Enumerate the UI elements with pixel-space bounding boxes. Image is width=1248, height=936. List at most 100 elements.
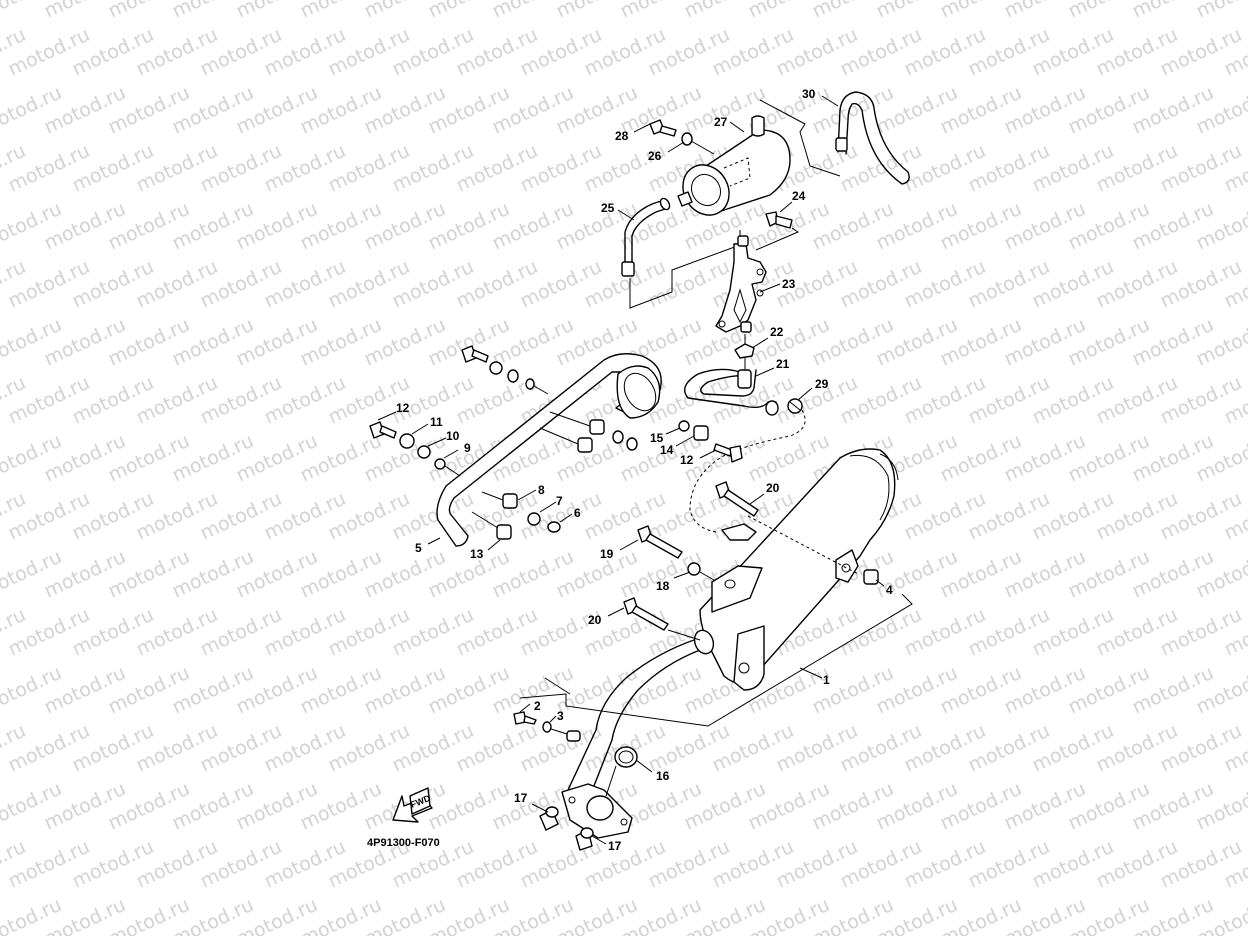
part-2-bolt[interactable]	[513, 711, 537, 725]
collar[interactable]	[612, 430, 624, 444]
part-17-nut-right[interactable]	[575, 827, 594, 851]
callout-22[interactable]: 22	[770, 325, 784, 339]
callout-13[interactable]: 13	[470, 547, 484, 561]
damper[interactable]	[577, 437, 593, 453]
leader-line	[549, 715, 557, 723]
part-14-collar[interactable]	[693, 425, 709, 441]
part-24-bolt[interactable]	[765, 211, 793, 229]
callout-18[interactable]: 18	[656, 579, 670, 593]
callout-9[interactable]: 9	[464, 441, 471, 455]
washer[interactable]	[489, 361, 503, 375]
leader-line	[619, 539, 639, 551]
part-22-clip[interactable]	[734, 343, 755, 359]
callout-25[interactable]: 25	[601, 201, 615, 215]
callout-12[interactable]: 12	[680, 453, 694, 467]
assembly-line	[444, 465, 461, 477]
leader-line	[427, 537, 441, 545]
part-28-bolt[interactable]	[649, 119, 677, 137]
grommet[interactable]	[626, 437, 638, 451]
assembly-line	[539, 411, 591, 445]
callout-29[interactable]: 29	[815, 377, 829, 391]
callout-11[interactable]: 11	[430, 415, 443, 429]
assembly-line	[759, 99, 841, 177]
leader-line	[377, 411, 397, 421]
leader-line	[675, 435, 695, 447]
part-11-washer[interactable]	[399, 433, 415, 449]
grommet[interactable]	[525, 378, 535, 390]
part-20-bolt-upper[interactable]	[715, 481, 759, 517]
part-30-hose[interactable]	[835, 91, 910, 185]
callout-24[interactable]: 24	[792, 189, 806, 203]
part-9-grommet[interactable]	[434, 458, 446, 470]
assembly-line	[755, 227, 800, 251]
callout-30[interactable]: 30	[802, 87, 816, 101]
callout-1[interactable]: 1	[823, 673, 830, 687]
part-25-hose[interactable]	[621, 197, 671, 277]
part-19-bolt[interactable]	[637, 525, 683, 559]
leader-line	[665, 427, 681, 435]
leader-line	[539, 501, 557, 513]
damper[interactable]	[589, 419, 605, 435]
leader-line	[699, 449, 717, 459]
callout-20[interactable]: 20	[588, 613, 602, 627]
callout-17[interactable]: 17	[608, 839, 622, 853]
part-15-washer[interactable]	[678, 420, 690, 432]
callout-21[interactable]: 21	[776, 357, 790, 371]
callout-12[interactable]: 12	[396, 401, 410, 415]
part-12-bolt-right[interactable]	[713, 443, 743, 463]
part-13-damper[interactable]	[496, 524, 512, 540]
drawing-code: 4P91300-F070	[367, 837, 440, 849]
part-26-grommet[interactable]	[681, 132, 693, 146]
part-29-clamp[interactable]	[787, 398, 803, 414]
callout-17[interactable]: 17	[514, 791, 528, 805]
part-7-collar[interactable]	[527, 512, 541, 526]
callout-10[interactable]: 10	[446, 429, 460, 443]
callout-4[interactable]: 4	[886, 583, 893, 597]
callout-16[interactable]: 16	[656, 769, 670, 783]
part-5-protector[interactable]	[436, 353, 662, 547]
leader-line	[443, 449, 459, 459]
part-4-damper[interactable]	[863, 569, 879, 585]
leader-line	[749, 493, 765, 505]
part-23-reed-valve[interactable]	[715, 235, 767, 333]
leader-line	[635, 759, 653, 773]
callout-8[interactable]: 8	[538, 483, 545, 497]
assembly-boundary	[519, 593, 913, 727]
part-3-collar[interactable]	[542, 721, 581, 742]
callout-23[interactable]: 23	[782, 277, 796, 291]
assembly-line	[605, 765, 617, 797]
collar[interactable]	[507, 369, 519, 383]
part-27-air-filter-case[interactable]	[674, 115, 791, 224]
callout-2[interactable]: 2	[534, 699, 541, 713]
part-8-damper[interactable]	[502, 493, 518, 509]
assembly-line	[533, 385, 549, 395]
part-12-bolt[interactable]	[369, 421, 397, 439]
part-20-bolt-lower[interactable]	[623, 597, 669, 631]
callout-19[interactable]: 19	[600, 547, 614, 561]
part-18-washer[interactable]	[687, 562, 701, 576]
leader-line	[519, 703, 531, 713]
part-21-pipe[interactable]	[684, 368, 779, 416]
callout-15[interactable]: 15	[650, 431, 664, 445]
watermark-text: motod.ru	[1193, 0, 1248, 23]
part-12-bolt-upper[interactable]	[461, 345, 489, 363]
callout-27[interactable]: 27	[714, 115, 728, 129]
leader-line	[517, 489, 537, 501]
callout-6[interactable]: 6	[574, 506, 581, 520]
leader-line	[559, 513, 573, 523]
part-6-washer[interactable]	[547, 521, 561, 533]
leader-line	[633, 123, 651, 133]
part-1-muffler[interactable]	[561, 448, 899, 839]
callout-20[interactable]: 20	[766, 481, 780, 495]
callout-26[interactable]: 26	[648, 149, 662, 163]
callout-28[interactable]: 28	[615, 129, 629, 143]
leader-line	[411, 423, 429, 435]
leader-line	[759, 283, 781, 293]
callout-14[interactable]: 14	[660, 443, 674, 457]
part-10-collar[interactable]	[417, 445, 431, 459]
callout-3[interactable]: 3	[557, 709, 564, 723]
callout-5[interactable]: 5	[415, 541, 422, 555]
part-16-gasket[interactable]	[614, 746, 638, 768]
callout-7[interactable]: 7	[556, 494, 563, 508]
leader-line	[427, 437, 447, 447]
